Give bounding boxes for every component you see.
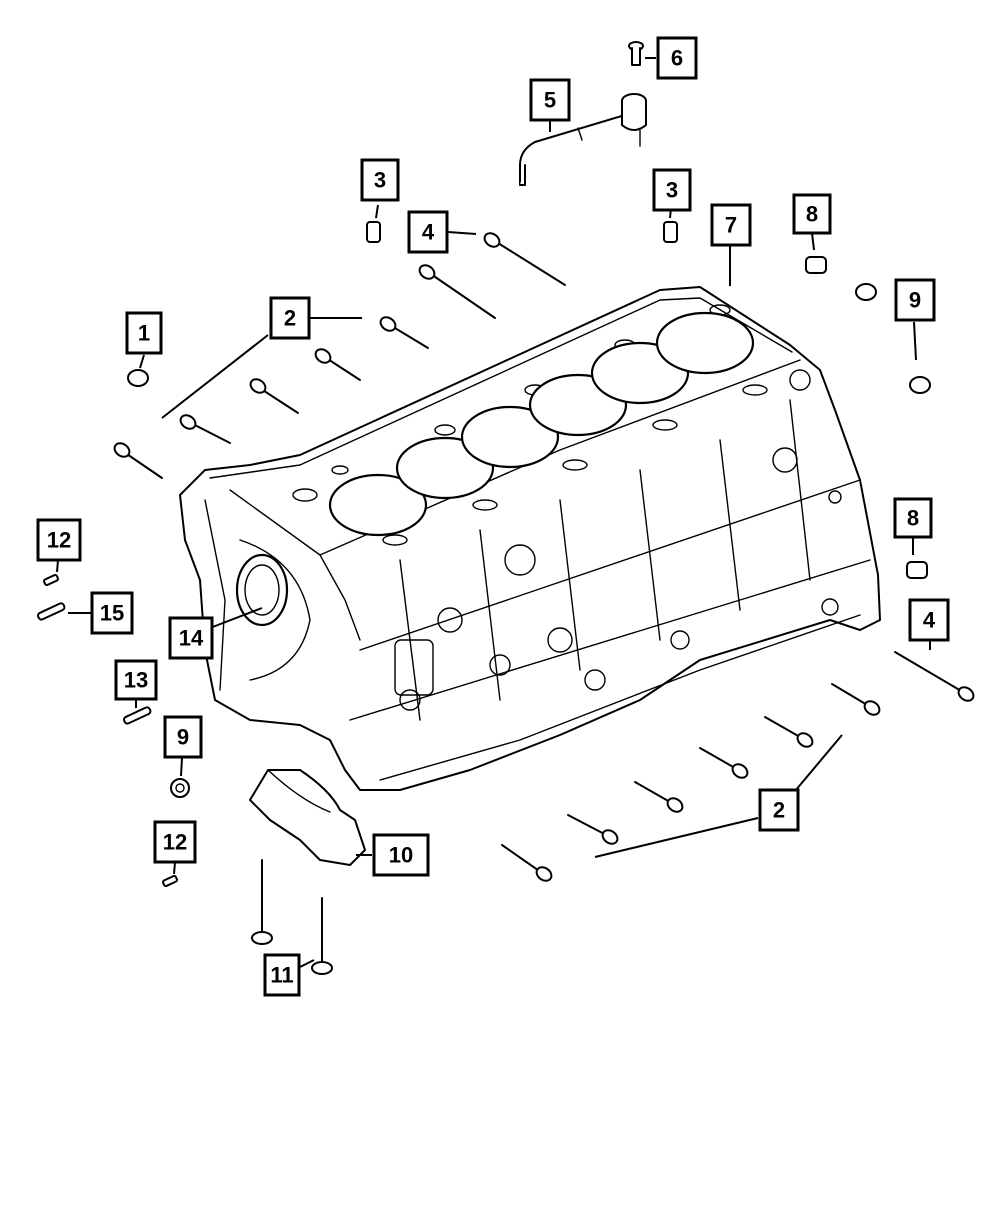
cylinder-bore-6 <box>655 311 755 375</box>
callout-10: 10 <box>372 833 430 877</box>
callout-4-lower-text: 4 <box>923 608 936 633</box>
callout-2-lower-text: 2 <box>773 798 785 823</box>
callout-3-right: 3 <box>652 168 692 212</box>
callout-15-text: 15 <box>100 601 124 626</box>
callout-11-text: 11 <box>270 963 293 988</box>
callout-6-text: 6 <box>671 46 683 71</box>
callout-9-upper-text: 9 <box>909 288 921 313</box>
callout-7-text: 7 <box>725 213 737 238</box>
cylinder-bore-3 <box>460 405 560 469</box>
callout-9-upper: 9 <box>894 278 936 322</box>
callout-8-upper: 8 <box>792 193 832 235</box>
callout-4-lower: 4 <box>908 598 950 642</box>
callout-3-left: 3 <box>360 158 400 202</box>
main-bolts-lower <box>501 651 975 882</box>
callout-2-upper: 2 <box>269 296 311 340</box>
callout-13: 13 <box>114 659 158 701</box>
head-bolts-upper <box>113 232 566 479</box>
callout-1: 1 <box>125 311 163 355</box>
leader-lines <box>56 57 931 969</box>
callout-12-lower: 12 <box>153 820 197 864</box>
callout-5: 5 <box>529 78 571 122</box>
callout-12-upper: 12 <box>36 518 82 562</box>
callout-9-lower: 9 <box>163 715 203 759</box>
cylinder-block <box>179 286 881 791</box>
callout-6: 6 <box>656 36 698 80</box>
callout-4-upper-text: 4 <box>422 220 435 245</box>
callout-1-text: 1 <box>138 321 150 346</box>
callout-8-lower-text: 8 <box>907 506 919 531</box>
callout-3-right-text: 3 <box>666 178 678 203</box>
callout-10-text: 10 <box>389 843 413 868</box>
callout-3-left-text: 3 <box>374 168 386 193</box>
callout-8-lower: 8 <box>893 497 933 539</box>
callout-2-lower: 2 <box>758 788 800 832</box>
callout-12-upper-text: 12 <box>47 528 71 553</box>
callout-8-upper-text: 8 <box>806 202 818 227</box>
callout-13-text: 13 <box>124 668 148 693</box>
callout-14: 14 <box>168 616 214 660</box>
callout-4-upper: 4 <box>407 210 449 254</box>
cylinder-bore-1 <box>328 473 428 537</box>
callout-11: 11 <box>263 953 301 997</box>
callout-15: 15 <box>90 591 134 635</box>
plug-icon <box>127 369 149 387</box>
callout-9-lower-text: 9 <box>177 725 189 750</box>
callout-14-text: 14 <box>179 626 204 651</box>
small-parts <box>37 41 931 975</box>
callout-5-text: 5 <box>544 88 556 113</box>
callout-12-lower-text: 12 <box>163 830 187 855</box>
callout-7: 7 <box>710 203 752 247</box>
callout-2-upper-text: 2 <box>284 306 296 331</box>
